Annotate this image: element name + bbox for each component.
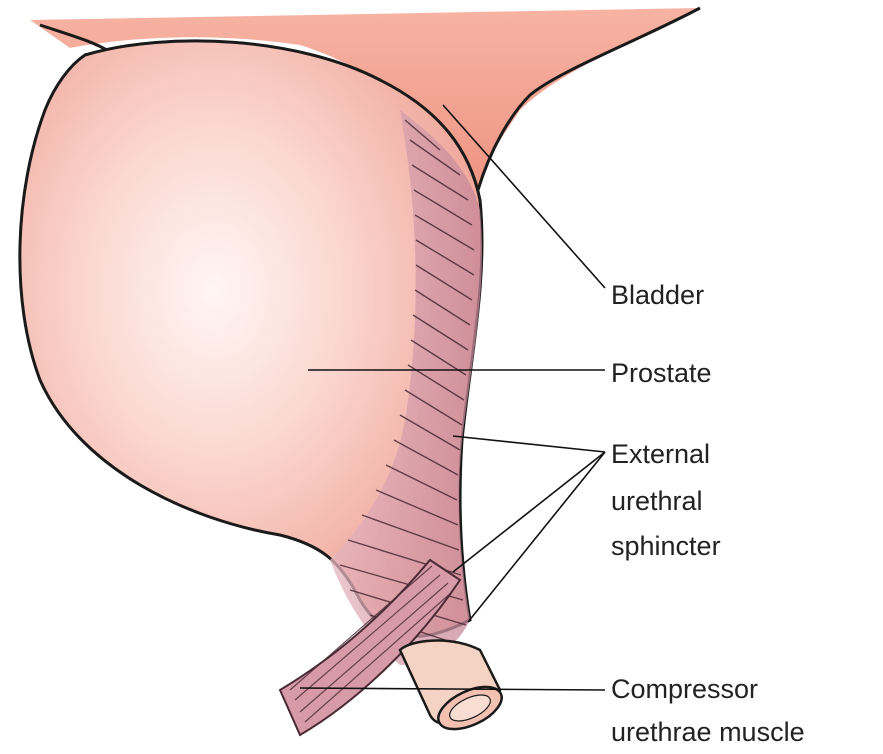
label-compressor-line1: Compressor [611,673,758,705]
label-external-sphincter-line3: sphincter [611,530,721,562]
label-bladder: Bladder [611,279,704,311]
label-prostate: Prostate [611,357,712,389]
label-external-sphincter-line2: urethral [611,485,703,517]
leader-sphincter-2 [453,452,605,572]
leader-sphincter-1 [453,436,605,452]
label-compressor-line2: urethrae muscle [611,716,805,748]
leader-sphincter-3 [468,452,605,622]
label-external-sphincter-line1: External [611,438,710,470]
